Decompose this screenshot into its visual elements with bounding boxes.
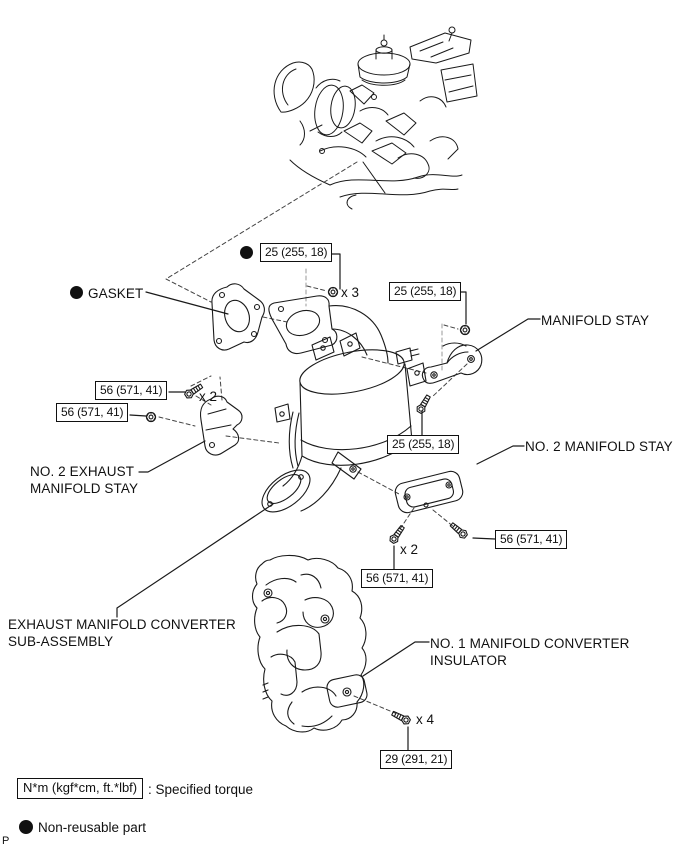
torque-box-insulator-bolts: 29 (291, 21)	[380, 750, 453, 769]
leader-lines	[116, 253, 541, 751]
label-exhaust-manifold-converter: EXHAUST MANIFOLD CONVERTER SUB-ASSEMBLY	[8, 616, 236, 650]
label-line: MANIFOLD STAY	[30, 481, 139, 496]
fasteners	[145, 286, 471, 727]
bolt-icon	[448, 520, 470, 541]
label-line: NO. 1 MANIFOLD CONVERTER	[430, 636, 630, 651]
nut-icon	[145, 411, 157, 423]
insulator-part	[251, 554, 368, 733]
qty-flange-nuts: x 3	[341, 285, 360, 300]
torque-box-flange-nuts: 25 (255, 18)	[260, 243, 333, 262]
label-no2-manifold-stay: NO. 2 MANIFOLD STAY	[525, 439, 673, 454]
torque-box-manifold-stay-bolt: 25 (255, 18)	[387, 435, 460, 454]
qty-no2-stay-bolt: x 2	[400, 542, 419, 557]
label-gasket: GASKET	[88, 286, 144, 301]
no2-manifold-stay-part	[394, 470, 464, 514]
torque-box-exhaust-stay-bolt: 56 (571, 41)	[95, 381, 168, 400]
torque-box-manifold-stay-nut: 25 (255, 18)	[389, 282, 462, 301]
bolt-icon	[390, 708, 412, 727]
label-manifold-stay: MANIFOLD STAY	[541, 313, 650, 328]
manifold-stay-part	[421, 342, 483, 384]
non-reusable-bullet-icon	[240, 246, 253, 259]
nut-icon	[459, 324, 471, 336]
label-line: NO. 2 EXHAUST	[30, 464, 135, 479]
non-reusable-bullet-icon	[70, 286, 83, 299]
label-line: SUB-ASSEMBLY	[8, 634, 114, 649]
page-footer-marker: P	[2, 835, 10, 847]
label-line: EXHAUST MANIFOLD CONVERTER	[8, 617, 236, 632]
torque-box-no2-stay-bolt-right: 56 (571, 41)	[495, 530, 568, 549]
torque-box-exhaust-stay-nut: 56 (571, 41)	[56, 403, 129, 422]
non-reusable-bullet-icon	[19, 820, 33, 834]
legend-non-reusable-note: Non-reusable part	[38, 820, 147, 835]
gasket-part	[211, 283, 265, 351]
qty-insulator-bolts: x 4	[416, 712, 435, 727]
qty-exhaust-stay-bolt: x 2	[199, 389, 218, 404]
bolt-icon	[414, 393, 433, 416]
label-no1-manifold-converter-insulator: NO. 1 MANIFOLD CONVERTER INSULATOR	[430, 635, 629, 669]
legend-torque-spec-desc: : Specified torque	[148, 782, 254, 797]
engine-illustration	[273, 26, 478, 210]
exhaust-manifold-converter-part	[261, 295, 427, 513]
nut-icon	[327, 286, 339, 298]
torque-box-no2-stay-bolt-left: 56 (571, 41)	[361, 569, 434, 588]
label-no2-exhaust-manifold-stay: NO. 2 EXHAUST MANIFOLD STAY	[30, 463, 138, 497]
no2-exhaust-manifold-stay-part	[199, 395, 243, 456]
legend-torque-spec-box: N*m (kgf*cm, ft.*lbf)	[17, 778, 144, 799]
label-line: INSULATOR	[430, 653, 507, 668]
